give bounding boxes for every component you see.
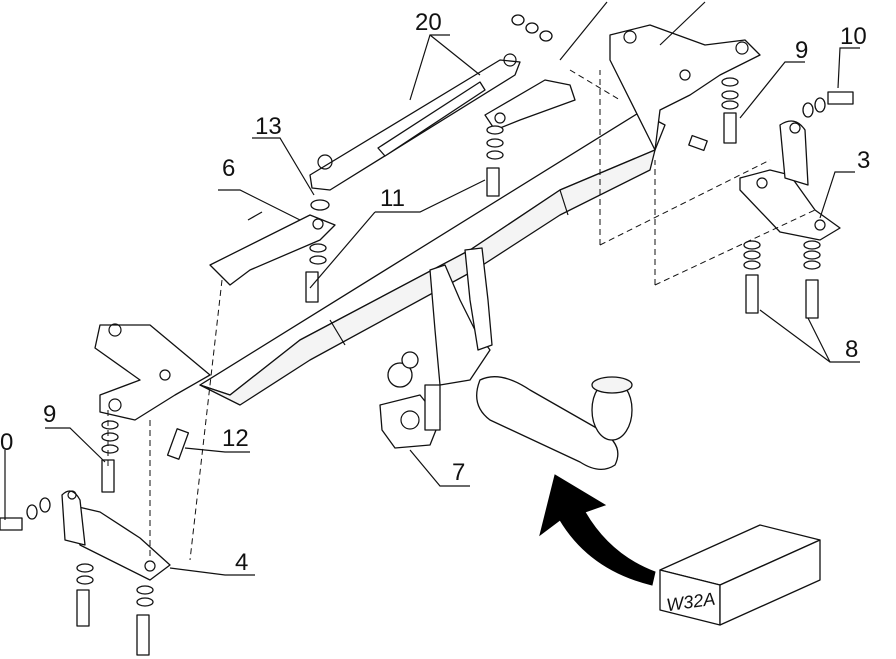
fastener-stack-11-middle — [486, 125, 504, 197]
fastener-stack-9-right — [721, 77, 739, 144]
part-3-bracket — [739, 120, 841, 241]
fastener-12 — [166, 428, 190, 460]
callout-20: 20 — [415, 9, 442, 36]
callout-8: 8 — [845, 336, 858, 363]
direction-arrow — [539, 474, 656, 586]
callout-10-left: 0 — [0, 429, 13, 456]
callout-7: 7 — [452, 459, 465, 486]
callout-9-right: 9 — [795, 37, 808, 64]
fastener-stack-10-left — [0, 497, 51, 531]
upper-right-bracket — [484, 79, 576, 131]
part-4-bracket — [61, 490, 171, 581]
fastener-stack-8-left — [743, 240, 761, 314]
package-box: W32A — [659, 524, 821, 626]
callout-3: 3 — [857, 147, 870, 174]
tow-hitch-assembly — [387, 247, 633, 470]
fastener-stack-8-right — [803, 240, 821, 319]
fastener-stack-13 — [305, 199, 330, 303]
left-end-plate — [94, 323, 211, 421]
callout-4: 4 — [235, 549, 248, 576]
alignment-lines — [107, 69, 816, 561]
part-6-bracket — [209, 211, 336, 286]
bolt-right-crossbar — [688, 134, 708, 152]
callout-13: 13 — [255, 113, 282, 140]
fastener-stack-10-right — [802, 91, 854, 118]
nuts-top — [511, 14, 553, 42]
part-7-socket-plate — [379, 384, 441, 449]
fastener-stack-9-left — [101, 420, 119, 493]
callout-9-left: 9 — [43, 401, 56, 428]
callout-10-right: 10 — [840, 23, 867, 50]
right-end-plate — [609, 24, 761, 151]
callout-6: 6 — [222, 155, 235, 182]
callout-12: 12 — [222, 425, 249, 452]
callout-11: 11 — [380, 185, 405, 212]
leader-lines — [4, 1, 860, 576]
fastener-stack-4-bottom — [76, 563, 154, 656]
part-20-strip — [309, 53, 521, 191]
